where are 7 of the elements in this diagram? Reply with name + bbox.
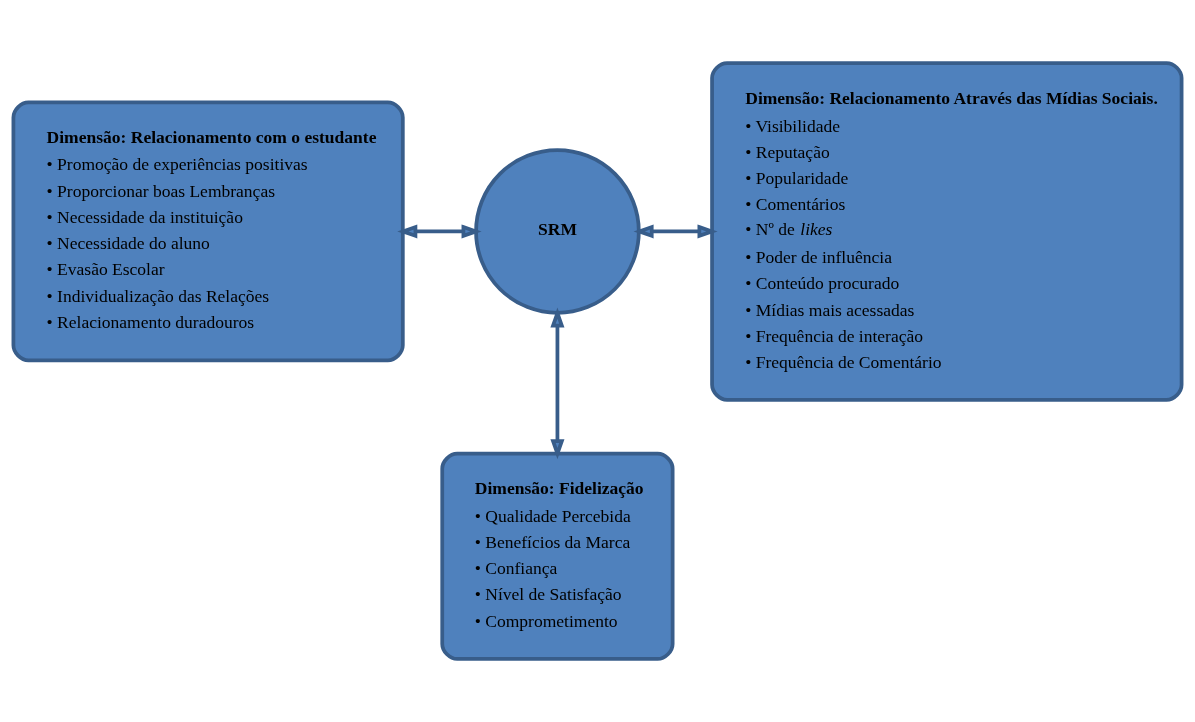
node-circle: SRM (474, 148, 641, 315)
node-box: Dimensão: Relacionamento com o estudante • Promoção de experiências positivas • Proporcionar boas Lembranças • Necessidade da instituição • Necessidade do aluno • Evasão Escolar • Individualização das Relações • Relacionamento duradouros (11, 100, 405, 363)
arrow (397, 224, 482, 239)
arrow (633, 224, 718, 239)
arrow (550, 307, 565, 460)
node-box: Dimensão: Fidelização • Qualidade Percebida • Benefícios da Marca • Confiança • Nível de Satisfação • Comprometimento (440, 451, 675, 661)
node-box: Dimensão: Relacionamento Através das Mídias Sociais. • Visibilidade • Reputação • Popularidade • Comentários • Nº de likes • Poder de influência • Conteúdo procurado • Mídias mais acessadas • Frequência de interação • Frequência de Comentário (710, 61, 1184, 402)
